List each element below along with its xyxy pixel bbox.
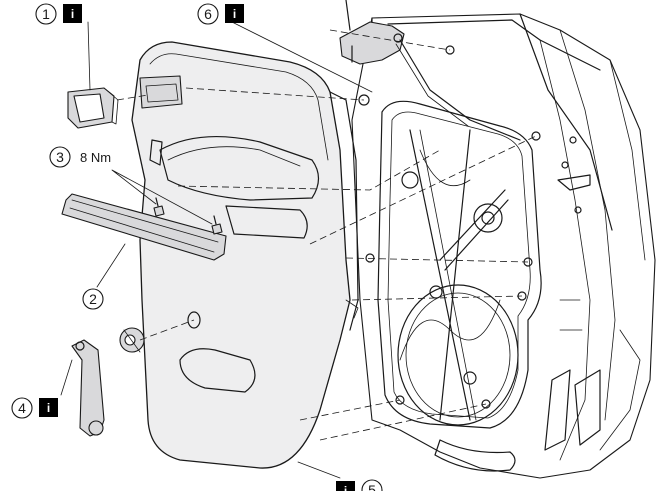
alignment-lines xyxy=(116,29,537,441)
info-badge-icon xyxy=(39,398,58,417)
armrest-pull-strip-part-2 xyxy=(61,193,227,261)
svg-text:2: 2 xyxy=(89,291,97,307)
svg-text:8 Nm: 8 Nm xyxy=(80,150,111,165)
info-badge-icon xyxy=(225,4,244,23)
svg-text:i: i xyxy=(233,7,236,21)
handle-bezel-part-1 xyxy=(67,87,119,129)
info-badge-icon xyxy=(336,481,355,491)
callout-3: 3 8 Nm xyxy=(49,146,111,168)
winder-escutcheon xyxy=(119,327,145,353)
svg-text:3: 3 xyxy=(56,149,64,165)
svg-text:i: i xyxy=(71,7,74,21)
svg-text:i: i xyxy=(47,401,50,415)
screws-part-3 xyxy=(153,197,223,235)
svg-text:4: 4 xyxy=(18,400,26,416)
callout-4: 4 i xyxy=(11,397,58,419)
callout-1: 1 i xyxy=(35,3,82,25)
inner-handle-latch-mechanism xyxy=(339,0,521,141)
info-badge-icon xyxy=(63,4,82,23)
callout-leaders xyxy=(60,21,373,479)
callout-2: 2 xyxy=(82,288,104,310)
svg-text:6: 6 xyxy=(204,6,212,22)
callout-6: 6 i xyxy=(197,3,244,25)
svg-text:1: 1 xyxy=(42,6,50,22)
svg-text:5: 5 xyxy=(368,482,376,491)
door-inner-frame xyxy=(351,13,656,479)
window-winder-handle-part-4 xyxy=(71,339,105,437)
callout-5: i 5 xyxy=(336,479,383,491)
svg-text:i: i xyxy=(344,484,347,491)
door-trim-panel xyxy=(131,41,359,469)
